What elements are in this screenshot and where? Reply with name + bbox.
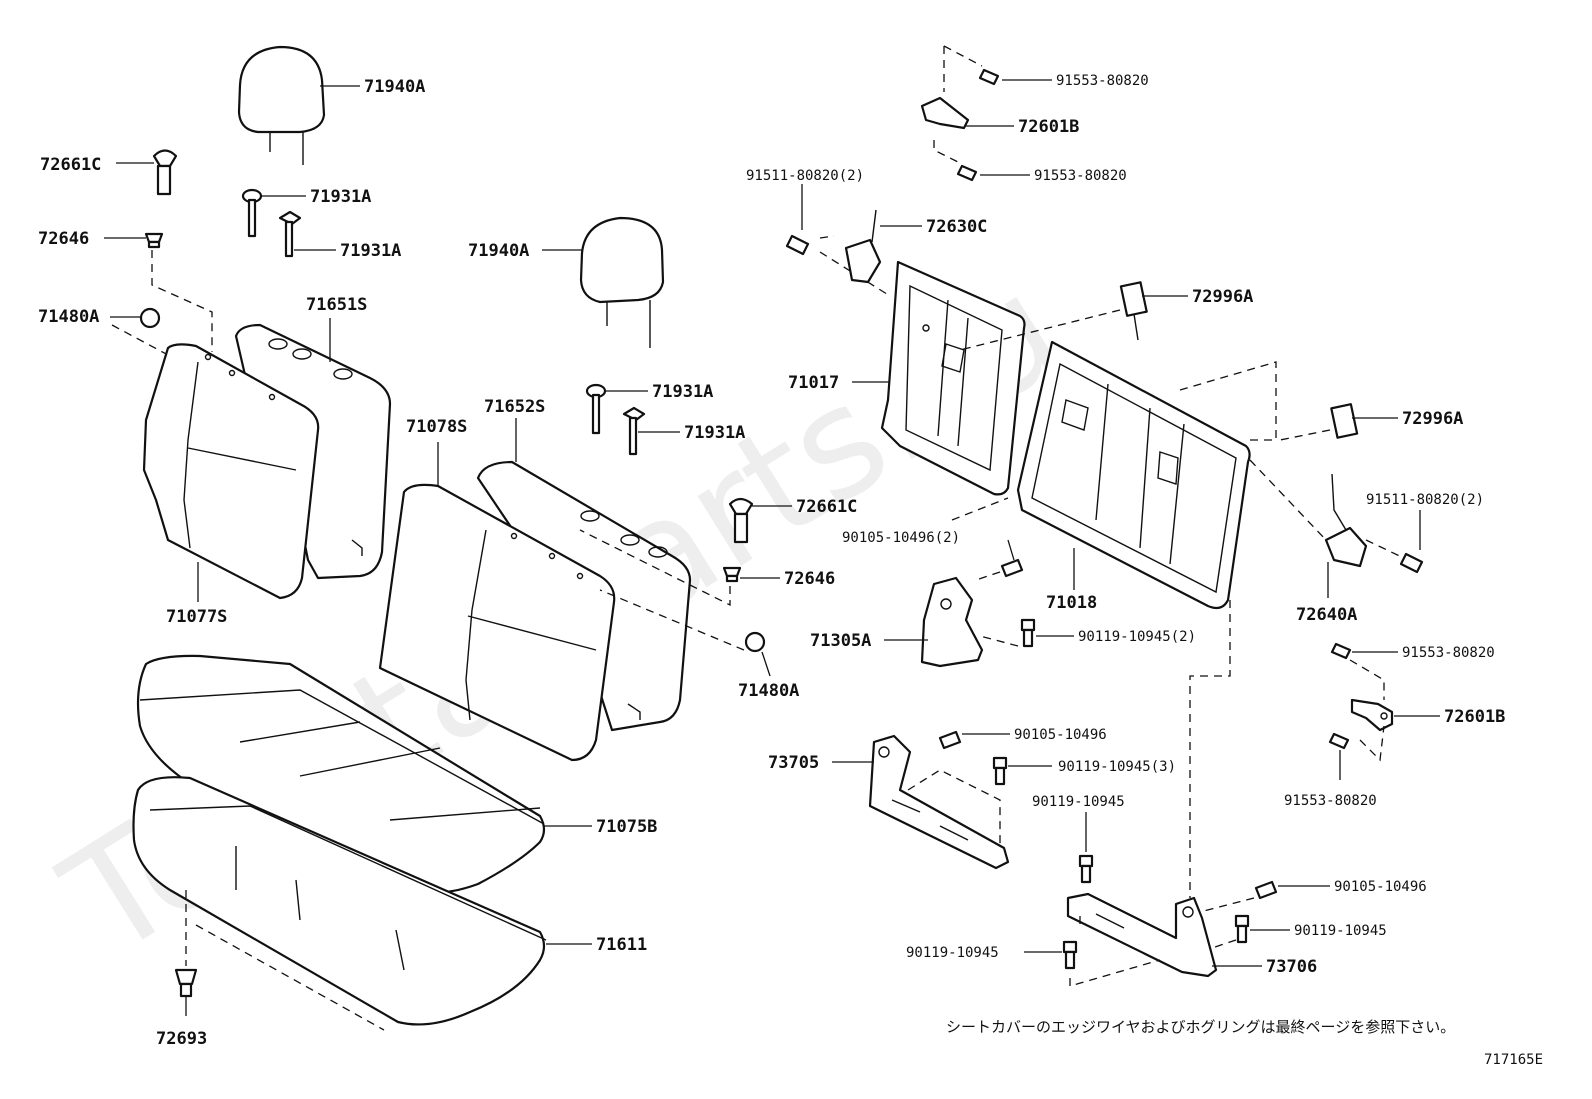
headrest-top [237,45,326,165]
label-72661C-mid: 72661C [796,497,857,517]
label-71931A-1: 71931A [310,187,371,207]
headrest-guide-top [241,188,302,258]
label-71931A-2: 71931A [340,241,401,261]
label-71078S: 71078S [406,417,467,437]
label-71940A-mid: 71940A [468,241,529,261]
label-71017: 71017 [788,373,839,393]
label-90119-10945-c: 90119-10945 [1032,794,1125,810]
label-71931A-4: 71931A [684,423,745,443]
seat-bracket-lower-left [868,734,1010,870]
label-72693: 72693 [156,1029,207,1049]
bolt-91511-right [1399,552,1424,574]
striker-1 [1119,281,1148,341]
label-72996A-2: 72996A [1402,409,1463,429]
label-71480A-mid: 71480A [738,681,799,701]
label-72601B-top: 72601B [1018,117,1079,137]
label-90119-10945-b: 90119-10945(3) [1058,759,1176,775]
seat-cushion-pad [132,776,547,1026]
label-90119-10945-a: 90119-10945(2) [1078,629,1196,645]
label-91553-80820-b: 91553-80820 [1034,168,1127,184]
striker-2 [1330,403,1359,439]
diagram-code: 717165E [1484,1052,1543,1068]
label-71018: 71018 [1046,593,1097,613]
bolt-top-2 [956,164,978,182]
label-90119-10945-d: 90119-10945 [1294,923,1387,939]
bolt-90119-lower-3 [1234,914,1250,944]
label-91553-80820-c: 91553-80820 [1402,645,1495,661]
label-71077S: 71077S [166,607,227,627]
footnote-text: シートカバーのエッジワイヤおよびホグリングは最終ページを参照下さい。 [946,1018,1455,1036]
bolt-90105-lower-2 [1254,880,1278,900]
label-73705: 73705 [768,753,819,773]
label-71305A: 71305A [810,631,871,651]
label-72630C: 72630C [926,217,987,237]
label-90105-10496-a: 90105-10496(2) [842,530,960,546]
lock-knob-mid [728,497,754,544]
lock-hook-top [920,96,970,130]
label-72661C-left: 72661C [40,155,101,175]
label-71651S: 71651S [306,295,367,315]
label-71652S: 71652S [484,397,545,417]
bolt-91553-right-2 [1328,732,1350,750]
label-72646-mid: 72646 [784,569,835,589]
label-72996A-1: 72996A [1192,287,1253,307]
label-90119-10945-e: 90119-10945 [906,945,999,961]
headrest-mid [579,216,665,348]
seatback-frame-right [1016,340,1251,610]
label-91511-80820-a: 91511-80820(2) [746,168,864,184]
seatback-cover-left [142,343,320,600]
label-91511-80820-b: 91511-80820(2) [1366,492,1484,508]
cover-cap-mid [744,631,766,653]
bolt-90119-lower-2 [1078,854,1094,884]
bolt-90105-center [1000,558,1024,578]
label-90105-10496-b: 90105-10496 [1014,727,1107,743]
bolt-top-1 [978,68,1000,86]
label-90105-10496-c: 90105-10496 [1334,879,1427,895]
cover-cap-left [139,307,161,329]
label-71075B: 71075B [596,817,657,837]
label-71940A-top: 71940A [364,77,425,97]
seatback-frame-left [880,260,1026,496]
bezel-mid [722,566,742,583]
label-71931A-3: 71931A [652,382,713,402]
seat-cushion-cover [136,654,546,894]
bolt-90119-lower-4 [1062,940,1078,970]
label-72640A: 72640A [1296,605,1357,625]
label-72601B-right: 72601B [1444,707,1505,727]
label-71611: 71611 [596,935,647,955]
headrest-guide-mid [585,383,646,456]
label-71480A-left: 71480A [38,307,99,327]
seat-bracket-center [920,576,984,668]
cushion-clip [174,968,198,998]
bolt-91511-left [785,234,810,256]
seatback-cover-right [378,483,616,762]
label-91553-80820-a: 91553-80820 [1056,73,1149,89]
label-72646-left: 72646 [38,229,89,249]
bezel-left [144,232,164,249]
lock-knob-left [152,149,178,196]
bolt-91553-right-1 [1330,642,1352,660]
label-73706: 73706 [1266,957,1317,977]
bolt-90119-center [1020,618,1036,648]
bolt-90119-lower-1 [992,756,1008,786]
hinge-right [1324,473,1368,568]
seat-bracket-lower-right [1066,892,1218,978]
label-91553-80820-d: 91553-80820 [1284,793,1377,809]
lock-hook-right [1350,698,1394,732]
hinge-top [844,209,882,284]
bolt-90105-lower-1 [938,730,962,750]
